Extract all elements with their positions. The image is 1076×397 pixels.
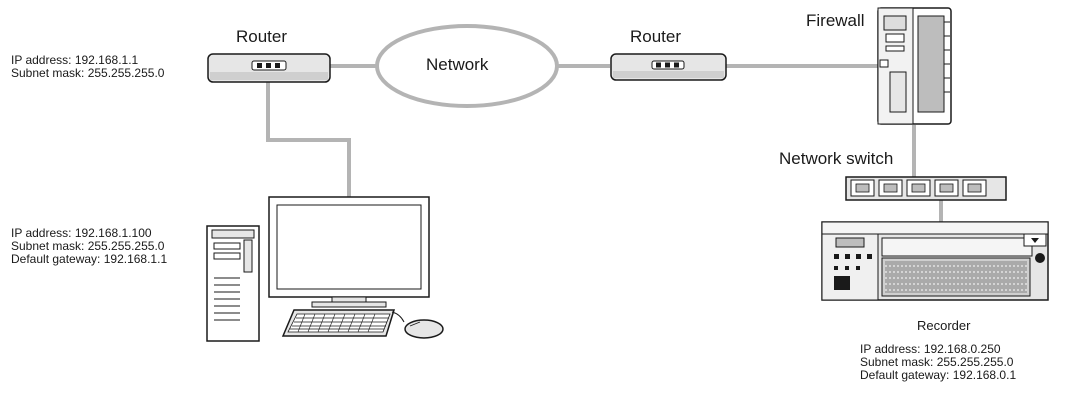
recorder-device (821, 221, 1049, 301)
router-left-subnet: Subnet mask: 255.255.255.0 (11, 66, 165, 80)
pc-monitor (268, 196, 430, 308)
network-label: Network (426, 55, 489, 74)
firewall-device (877, 7, 952, 125)
pc-gateway: Default gateway: 192.168.1.1 (11, 252, 168, 266)
recorder-label: Recorder (917, 318, 971, 333)
router-right-label: Router (630, 27, 682, 46)
network-cloud (375, 24, 559, 108)
recorder-gateway: Default gateway: 192.168.0.1 (860, 368, 1017, 382)
recorder-info: IP address: 192.168.0.250 Subnet mask: 2… (860, 343, 1016, 382)
pc-keyboard (281, 309, 396, 337)
pc-mouse (391, 311, 444, 339)
pc-tower (206, 225, 260, 342)
router-right (610, 53, 727, 81)
network-switch-label: Network switch (779, 149, 894, 168)
recorder-subnet: Subnet mask: 255.255.255.0 (860, 355, 1014, 369)
network-switch-device (845, 176, 1007, 201)
pc-ip: IP address: 192.168.1.100 (11, 226, 152, 240)
cable-router-pc (266, 82, 351, 197)
cables (266, 64, 943, 222)
pc-info: IP address: 192.168.1.100 Subnet mask: 2… (11, 227, 167, 266)
router-left-label: Router (236, 27, 288, 46)
router-left-info: IP address: 192.168.1.1 Subnet mask: 255… (11, 54, 164, 80)
recorder-ip: IP address: 192.168.0.250 (860, 342, 1001, 356)
firewall-label: Firewall (806, 11, 865, 30)
router-left (207, 53, 331, 83)
pc-subnet: Subnet mask: 255.255.255.0 (11, 239, 165, 253)
router-left-ip: IP address: 192.168.1.1 (11, 53, 139, 67)
